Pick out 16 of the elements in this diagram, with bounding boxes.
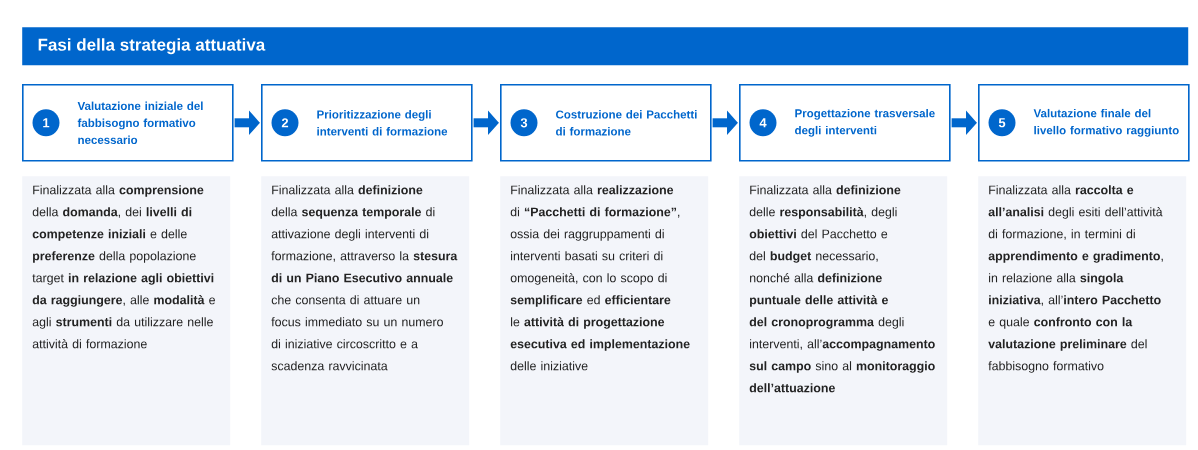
number-badge: 2: [271, 109, 299, 137]
step-title: Valutazione finale del livello formativo raggiunto: [1033, 108, 1179, 137]
description-panel: Finalizzata alla realizzazione di “Pacchetti di formazione”, ossia dei raggruppamenti di interventi basati su criteri di omogeneità, con lo scopo di semplificare ed efficientare le attività di progettazione esecutiva ed implementazione delle iniziative: [500, 176, 709, 446]
description-panel: Finalizzata alla raccolta e all’analisi degli esiti dell’attività di formazione, in termini di apprendimento e gradimento, in relazione alla singola iniziativa, all’intero Pacchetto e quale confronto con la valutazione preliminare del fabbisogno formativo: [978, 176, 1187, 446]
step-title: Prioritizzazione degli interventi di formazione: [317, 110, 448, 136]
number-badge: 4: [749, 109, 777, 137]
number-badge: 5: [988, 109, 1016, 137]
description-panel: Finalizzata alla definizione delle responsabilità, degli obiettivi del Pacchetto e del budget necessario, nonché alla definizione puntuale delle attività e del cronoprogramma degli interventi, all’accompagnamento sul campo sino al monitoraggio dell’attuazione: [739, 176, 948, 446]
number-badge: 1: [32, 109, 60, 137]
step-title: Costruzione dei Pacchetti di formazione: [556, 110, 697, 136]
description-panel: Finalizzata alla comprensione della domanda, dei livelli di competenze iniziali e delle preferenze della popolazione target in relazione agli obiettivi da raggiungere, alle modalità e agli strumenti da utilizzare nelle attività di formazione: [22, 176, 231, 446]
number-badge: 3: [510, 109, 538, 137]
step-title: Valutazione iniziale del fabbisogno formativo necessario: [77, 101, 203, 144]
title-banner: Fasi della strategia attuativa: [22, 27, 1189, 66]
description-panel: Finalizzata alla definizione della sequenza temporale di attivazione degli interventi di formazione, attraverso la stesura di un Piano Esecutivo annuale che consenta di attuare un focus immediato su un numero di iniziative circoscritto e a scadenza ravvicinata: [261, 176, 470, 446]
step-title: Progettazione trasversale degli interventi: [795, 108, 935, 137]
